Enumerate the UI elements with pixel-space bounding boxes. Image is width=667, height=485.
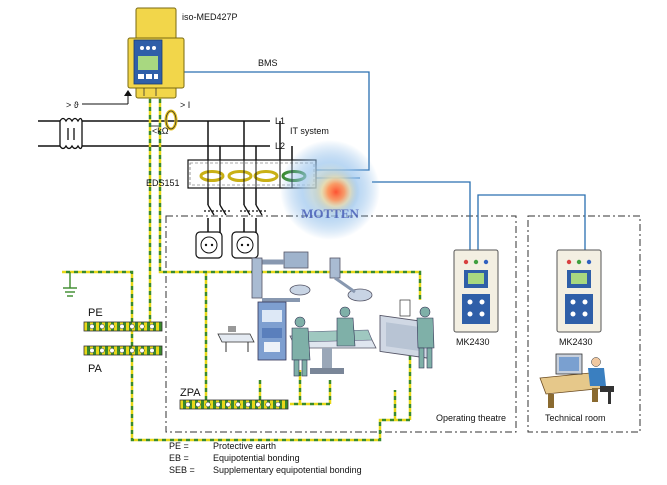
pa-busbar — [83, 345, 163, 356]
iso-med427p-device[interactable] — [127, 7, 185, 99]
device-top-label: iso-MED427P — [182, 12, 238, 22]
legend-abbr-2: EB = — [169, 453, 189, 463]
current-label: > I — [180, 100, 190, 110]
pe-label: PE — [88, 307, 103, 319]
legend-abbr-1: PE = — [169, 441, 189, 451]
watermark-text: MOTTEN — [301, 206, 359, 221]
eds151-label: EDS151 — [146, 178, 180, 188]
it-system-label: IT system — [290, 126, 329, 136]
l2-label: L2 — [275, 141, 285, 151]
pe-wires — [62, 95, 422, 442]
mk2430-left-panel[interactable] — [453, 249, 499, 333]
technician-workstation-icon — [539, 353, 614, 408]
zpa-busbar — [179, 399, 289, 410]
temp-label: > ϑ — [66, 100, 79, 110]
mk2430-left-label: MK2430 — [456, 337, 490, 347]
legend-abbr-3: SEB = — [169, 465, 195, 475]
legend: PE = Protective earth EB = Equipotential… — [169, 441, 362, 475]
circuit-breakers — [204, 204, 266, 216]
watermark-logo: MOTTEN — [280, 140, 380, 240]
pe-busbar — [83, 321, 163, 332]
socket-outlet-2-icon — [231, 231, 259, 259]
zpa-label: ZPA — [180, 387, 201, 399]
bms-label: BMS — [258, 58, 278, 68]
technical-room-frame — [527, 215, 641, 433]
transformer-icon — [59, 117, 83, 150]
l1-label: L1 — [275, 116, 285, 126]
mk2430-right-label: MK2430 — [559, 337, 593, 347]
legend-text-2: Equipotential bonding — [213, 453, 300, 463]
operating-theatre-illustration — [217, 251, 435, 377]
legend-text-1: Protective earth — [213, 441, 276, 451]
socket-outlet-1-icon — [195, 231, 223, 259]
earth-ground-icon — [63, 272, 77, 297]
technical-room-label: Technical room — [545, 413, 606, 423]
pa-label: PA — [88, 363, 103, 375]
legend-text-3: Supplementary equipotential bonding — [213, 465, 362, 475]
operating-theatre-label: Operating theatre — [436, 413, 506, 423]
ohm-label: <kΩ — [152, 126, 169, 136]
mk2430-right-panel[interactable] — [556, 249, 602, 333]
